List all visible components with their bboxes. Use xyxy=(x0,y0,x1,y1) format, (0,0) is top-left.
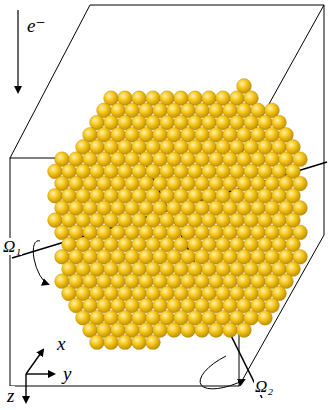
axis-label: y xyxy=(62,364,72,383)
gold-atom xyxy=(132,335,147,350)
gold-atom xyxy=(167,323,182,338)
beam-arrow xyxy=(17,10,18,92)
axis-label: z xyxy=(6,386,15,405)
gold-atom xyxy=(118,335,133,350)
gold-atom xyxy=(209,323,224,338)
gold-atom xyxy=(181,323,196,338)
coordinate-axes xyxy=(26,350,54,402)
gold-atom xyxy=(237,323,252,338)
omega-label: Ω₂ xyxy=(254,378,274,395)
gold-atom xyxy=(90,335,105,350)
gold-atom xyxy=(223,323,238,338)
rotation-arrows xyxy=(33,241,244,389)
axis-label: x xyxy=(56,334,66,353)
gold-atom xyxy=(104,335,119,350)
gold-atom xyxy=(258,310,273,325)
electron-label: e⁻ xyxy=(26,16,46,35)
gold-atom xyxy=(195,323,210,338)
gold-atom xyxy=(146,335,161,350)
gold-atoms xyxy=(48,79,308,350)
omega-label: Ω₁ xyxy=(2,238,22,255)
cube-frame xyxy=(10,5,324,386)
rotation-axes xyxy=(12,108,327,398)
